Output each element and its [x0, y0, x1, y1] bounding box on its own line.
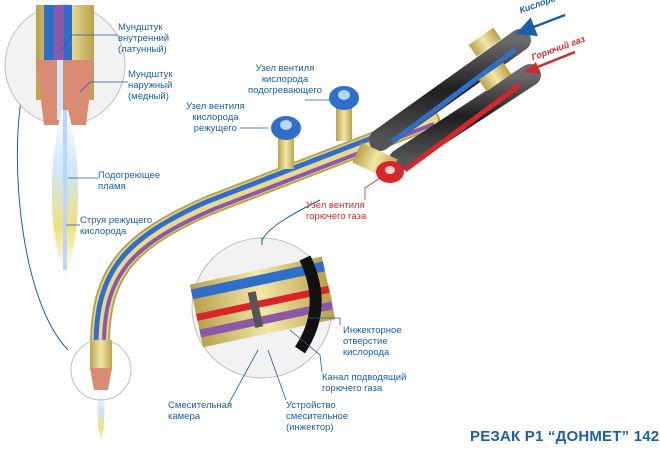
label-valve-fuel: Узел вентиля горючего газа [306, 200, 367, 222]
torch-tube [90, 110, 440, 355]
diagram-title: РЕЗАК Р1 “ДОНМЕТ” 142 [470, 428, 660, 445]
label-mixing-chamber: Смесительная камера [168, 400, 233, 422]
fuel-arrowhead [524, 62, 540, 74]
nozzle-tip [70, 339, 132, 445]
oxygen-inlet-arrow [515, 13, 566, 37]
injector-zoom-circle [189, 237, 336, 379]
valve-preheat-oxygen [329, 86, 359, 141]
leader-fuel-valve [364, 177, 381, 200]
nozzle-zoom-circle [4, 4, 126, 126]
zoom-arrow-nozzle [16, 94, 69, 351]
zoom-link-injector [261, 199, 321, 241]
leader-lines [61, 34, 341, 406]
oxygen-jet-magnified [63, 110, 67, 270]
label-inner-nozzle: Мундштук внутренний (латунный) [118, 22, 170, 55]
hoses [369, 27, 541, 173]
label-valve-cutting-oxygen: Узел вентиля кислорода режущего [186, 101, 245, 134]
label-valve-preheat-oxygen: Узел вентиля кислорода подогревающего [248, 63, 322, 96]
label-injector-device: Устройство смесительное (инжектор) [286, 400, 349, 433]
label-cutting-jet: Струя режущего кислорода [80, 215, 153, 237]
label-preheat-flame: Подогреющее пламя [98, 170, 161, 192]
valve-fuel [352, 142, 404, 183]
label-injector-hole: Инжекторное отверстие кислорода [343, 325, 402, 358]
valve-cutting-oxygen [271, 116, 301, 169]
label-outer-nozzle: Мундштук наружный (медный) [128, 69, 173, 102]
label-fuel-channel: Канал подводящий горючего газа [322, 372, 407, 394]
